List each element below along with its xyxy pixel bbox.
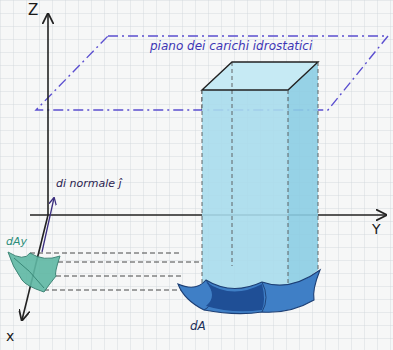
normal-arrow: [42, 198, 54, 252]
area-label: dAy: [6, 236, 27, 249]
axis-label: Z: [28, 2, 38, 19]
projected-surface: [8, 252, 60, 292]
area-label: dA: [190, 320, 206, 334]
axis-label: Y: [372, 221, 381, 237]
z-axis: [47, 14, 49, 215]
normal-label: di normale ĵ: [56, 178, 122, 191]
plane-label: piano dei carichi idrostatici: [150, 40, 312, 54]
axis-label: x: [6, 328, 14, 344]
projected-surface-edge: [14, 258, 44, 288]
curved-surface: [178, 270, 320, 314]
water-column: [182, 62, 318, 292]
